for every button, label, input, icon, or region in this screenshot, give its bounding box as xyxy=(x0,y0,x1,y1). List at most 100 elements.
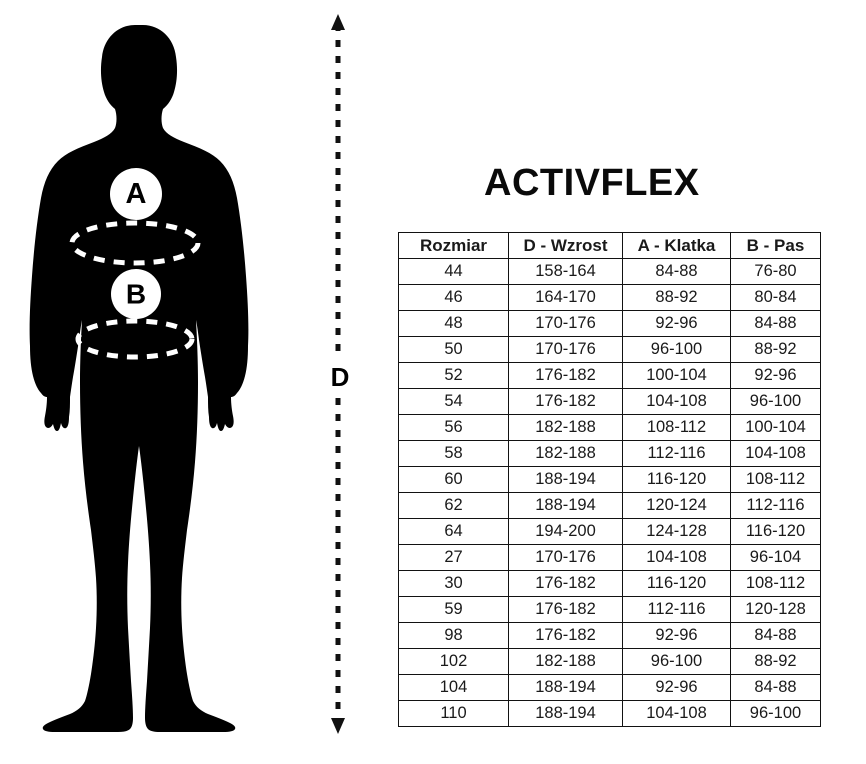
cell-chest: 104-108 xyxy=(622,544,731,571)
column-header-waist: B - Pas xyxy=(730,232,821,259)
cell-height: 188-194 xyxy=(508,700,623,727)
cell-size: 60 xyxy=(398,466,509,493)
cell-size: 104 xyxy=(398,674,509,701)
cell-waist: 96-100 xyxy=(730,388,821,415)
cell-chest: 124-128 xyxy=(622,518,731,545)
chest-marker-a: A xyxy=(110,168,162,220)
cell-chest: 92-96 xyxy=(622,674,731,701)
cell-size: 56 xyxy=(398,414,509,441)
cell-size: 98 xyxy=(398,622,509,649)
cell-chest: 88-92 xyxy=(622,284,731,311)
cell-chest: 84-88 xyxy=(622,258,731,285)
height-arrow-svg xyxy=(331,14,345,734)
cell-height: 182-188 xyxy=(508,440,623,467)
cell-size: 44 xyxy=(398,258,509,285)
cell-chest: 96-100 xyxy=(622,336,731,363)
cell-height: 176-182 xyxy=(508,362,623,389)
cell-chest: 96-100 xyxy=(622,648,731,675)
silhouette-svg: A B xyxy=(29,25,249,732)
table-header-row: Rozmiar D - Wzrost A - Klatka B - Pas xyxy=(398,232,821,259)
waist-measure-ellipse xyxy=(75,318,195,360)
cell-size: 59 xyxy=(398,596,509,623)
cell-waist: 88-92 xyxy=(730,648,821,675)
height-arrow-head-bottom xyxy=(331,718,345,734)
cell-height: 164-170 xyxy=(508,284,623,311)
height-arrow-head-top xyxy=(331,14,345,30)
cell-size: 58 xyxy=(398,440,509,467)
waist-marker-label: B xyxy=(126,279,146,310)
cell-waist: 76-80 xyxy=(730,258,821,285)
cell-waist: 84-88 xyxy=(730,310,821,337)
size-chart-panel: ACTIVFLEX Rozmiar D - Wzrost A - Klatka … xyxy=(398,0,828,764)
cell-chest: 104-108 xyxy=(622,700,731,727)
chest-measure-ellipse xyxy=(69,220,201,266)
table-header: Rozmiar D - Wzrost A - Klatka B - Pas xyxy=(398,232,821,259)
cell-waist: 108-112 xyxy=(730,570,821,597)
cell-size: 48 xyxy=(398,310,509,337)
column-header-height: D - Wzrost xyxy=(508,232,623,259)
cell-chest: 104-108 xyxy=(622,388,731,415)
cell-waist: 88-92 xyxy=(730,336,821,363)
cell-waist: 96-104 xyxy=(730,544,821,571)
cell-size: 30 xyxy=(398,570,509,597)
cell-height: 170-176 xyxy=(508,336,623,363)
male-body-silhouette xyxy=(29,25,249,732)
cell-size: 64 xyxy=(398,518,509,545)
cell-waist: 120-128 xyxy=(730,596,821,623)
cell-height: 170-176 xyxy=(508,544,623,571)
cell-size: 27 xyxy=(398,544,509,571)
cell-height: 188-194 xyxy=(508,466,623,493)
cell-chest: 108-112 xyxy=(622,414,731,441)
cell-size: 102 xyxy=(398,648,509,675)
cell-chest: 112-116 xyxy=(622,596,731,623)
size-chart-table: Rozmiar D - Wzrost A - Klatka B - Pas 44… xyxy=(398,232,821,727)
cell-chest: 116-120 xyxy=(622,570,731,597)
cell-chest: 92-96 xyxy=(622,622,731,649)
cell-chest: 100-104 xyxy=(622,362,731,389)
cell-waist: 116-120 xyxy=(730,518,821,545)
cell-waist: 104-108 xyxy=(730,440,821,467)
page-title: ACTIVFLEX xyxy=(484,162,700,204)
cell-chest: 116-120 xyxy=(622,466,731,493)
cell-height: 176-182 xyxy=(508,570,623,597)
cell-size: 110 xyxy=(398,700,509,727)
cell-size: 46 xyxy=(398,284,509,311)
cell-waist: 100-104 xyxy=(730,414,821,441)
cell-height: 176-182 xyxy=(508,388,623,415)
cell-height: 194-200 xyxy=(508,518,623,545)
cell-waist: 84-88 xyxy=(730,674,821,701)
body-figure-diagram: A B xyxy=(0,0,300,764)
cell-size: 50 xyxy=(398,336,509,363)
cell-chest: 92-96 xyxy=(622,310,731,337)
waist-marker-b: B xyxy=(111,269,161,319)
cell-height: 170-176 xyxy=(508,310,623,337)
height-measure-arrow xyxy=(312,0,368,764)
cell-chest: 112-116 xyxy=(622,440,731,467)
cell-waist: 80-84 xyxy=(730,284,821,311)
cell-height: 188-194 xyxy=(508,492,623,519)
cell-height: 158-164 xyxy=(508,258,623,285)
column-header-size: Rozmiar xyxy=(398,232,509,259)
chest-marker-label: A xyxy=(126,178,147,210)
cell-height: 176-182 xyxy=(508,596,623,623)
cell-height: 182-188 xyxy=(508,648,623,675)
cell-waist: 92-96 xyxy=(730,362,821,389)
height-marker-label: D xyxy=(330,362,350,392)
